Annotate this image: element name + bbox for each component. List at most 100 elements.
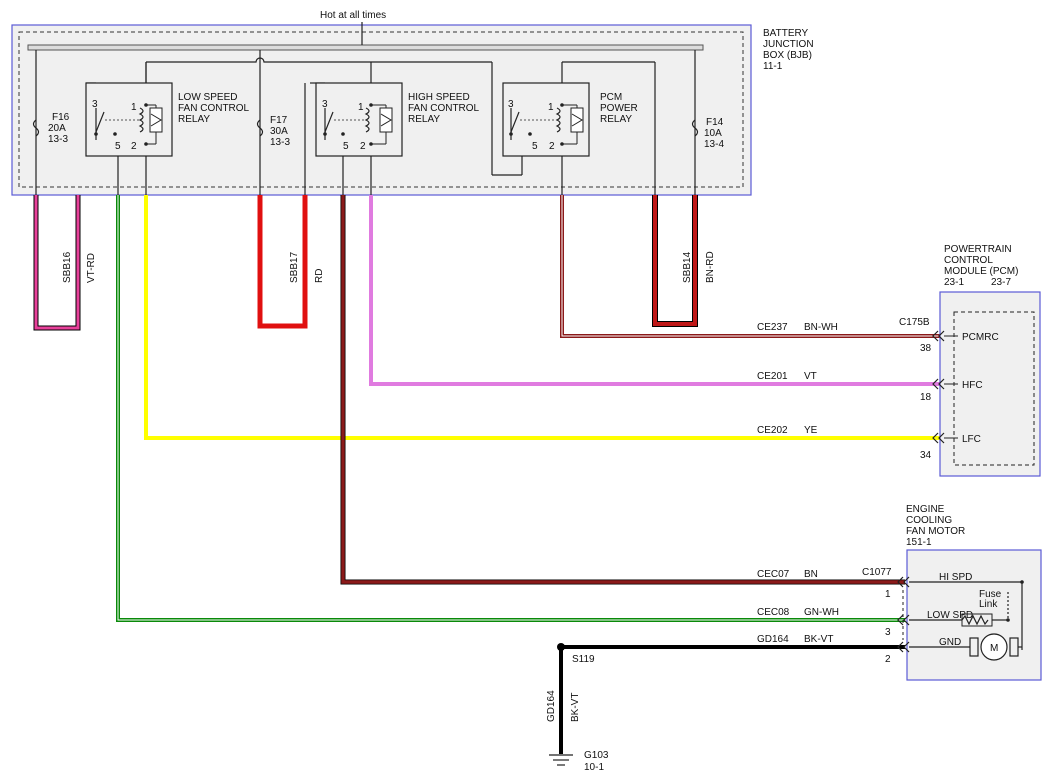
ground-point: G103 xyxy=(584,750,609,761)
ce201-circuit: CE201 xyxy=(757,371,788,382)
fuse-f17-rating: 30A xyxy=(270,126,288,137)
bjb-name-2: JUNCTION xyxy=(763,39,814,50)
high-speed-fan-relay: 3 1 5 2 HIGH SPEED FAN CONTROL RELAY xyxy=(315,82,480,157)
motor-name-1: ENGINE xyxy=(906,504,945,515)
gd164-color: BK-VT xyxy=(804,634,833,645)
fuse-f17-ref: 13-3 xyxy=(270,137,290,148)
wire-cec07 xyxy=(341,195,905,584)
sbb16-color: VT-RD xyxy=(86,253,97,283)
motor-hi-label: HI SPD xyxy=(939,572,972,583)
wire-ce237-stripe xyxy=(561,195,940,337)
motor-low-label: LOW SPD xyxy=(927,610,973,621)
pcm-relay-name-3: RELAY xyxy=(600,114,632,125)
ce237-circuit: CE237 xyxy=(757,322,788,333)
ground-circuit: GD164 xyxy=(546,690,557,722)
bjb-name-3: BOX (BJB) xyxy=(763,50,812,61)
high-relay-name-1: HIGH SPEED xyxy=(408,92,470,103)
motor-low-resistor xyxy=(961,614,989,626)
cec07-circuit: CEC07 xyxy=(757,569,790,580)
pcm-power-relay: 3 1 5 2 PCM POWER RELAY xyxy=(502,82,638,157)
motor-pin-3-chevron xyxy=(897,614,910,626)
wire-cec07-outline xyxy=(340,195,905,585)
motor-pin-2: 2 xyxy=(885,654,891,665)
motor-pin-1-chevron xyxy=(897,576,910,588)
gd164-circuit: GD164 xyxy=(757,634,789,645)
pcm-pin-label-lfc: LFC xyxy=(962,434,981,445)
cec07-color: BN xyxy=(804,569,818,580)
pcm-pin-label-hfc: HFC xyxy=(962,380,983,391)
splice-dot xyxy=(557,643,565,651)
fuse-f16-rating: 20A xyxy=(48,123,66,134)
pcm-relay-name-2: POWER xyxy=(600,103,638,114)
wire-sbb14 xyxy=(653,195,697,326)
ce202-color: YE xyxy=(804,425,818,436)
pcm-pin-34-chevron xyxy=(932,432,945,444)
fuse-f17-name: F17 xyxy=(270,115,288,126)
wire-cec08-stripe xyxy=(117,195,905,621)
cec08-circuit: CEC08 xyxy=(757,607,790,618)
pcm-pin-18-chevron xyxy=(932,378,945,390)
pcm-ref-2: 23-7 xyxy=(991,277,1011,288)
pcm-name-2: CONTROL xyxy=(944,255,993,266)
pcm-name-3: MODULE (PCM) xyxy=(944,266,1018,277)
bjb-name-1: BATTERY xyxy=(763,28,809,39)
fan-motor: ENGINE COOLING FAN MOTOR 151-1 C1077 1 3… xyxy=(862,504,1042,681)
pcm-ref-1: 23-1 xyxy=(944,277,964,288)
pcm-relay-switch xyxy=(510,111,520,133)
pcm-relay-pin-3: 3 xyxy=(508,99,514,110)
wire-sbb17 xyxy=(257,195,308,329)
fuse-f16-ref: 13-3 xyxy=(48,134,68,145)
pcm-connector: C175B xyxy=(899,317,930,328)
motor-fuse-link-2: Link xyxy=(979,599,998,610)
high-relay-switch xyxy=(324,111,334,133)
motor-name-2: COOLING xyxy=(906,515,952,526)
pcm-relay-coil xyxy=(555,107,561,133)
fuse-f14-ref: 13-4 xyxy=(704,139,724,150)
low-relay-switch xyxy=(95,111,105,133)
low-relay-pin-1: 1 xyxy=(131,102,137,113)
ce201-color: VT xyxy=(804,371,817,382)
pcm-relay-pin-1: 1 xyxy=(548,102,554,113)
motor-symbol xyxy=(980,633,1008,661)
pcm-module: POWERTRAIN CONTROL MODULE (PCM) 23-1 23-… xyxy=(899,244,1041,477)
splice-label: S119 xyxy=(572,654,595,665)
wire-ce202 xyxy=(144,195,940,440)
sbb14-circuit: SBB14 xyxy=(682,251,693,283)
motor-pin-2-chevron xyxy=(897,641,910,653)
wire-ce201 xyxy=(369,195,940,386)
fuse-f14-name: F14 xyxy=(706,117,724,128)
pcm-relay-pin-5: 5 xyxy=(532,141,538,152)
fuse-f17-symbol xyxy=(256,119,264,137)
low-speed-fan-relay: 3 1 5 2 LOW SPEED FAN CONTROL RELAY xyxy=(85,82,250,157)
motor-pin-3: 3 xyxy=(885,627,891,638)
motor-pin-1: 1 xyxy=(885,589,891,600)
pcm-name-1: POWERTRAIN xyxy=(944,244,1012,255)
wire-cec08 xyxy=(116,195,905,622)
sbb17-circuit: SBB17 xyxy=(289,251,300,283)
bus-bar xyxy=(27,44,704,51)
ground-symbol xyxy=(549,754,573,766)
high-relay-coil xyxy=(364,107,370,133)
high-relay-pin-1: 1 xyxy=(358,102,364,113)
high-relay-name-3: RELAY xyxy=(408,114,440,125)
low-relay-name-1: LOW SPEED xyxy=(178,92,237,103)
high-relay-pin-3: 3 xyxy=(322,99,328,110)
ground-color: BK-VT xyxy=(570,693,581,722)
sbb17-color: RD xyxy=(314,269,325,283)
motor-ref: 151-1 xyxy=(906,537,932,548)
motor-name-3: FAN MOTOR xyxy=(906,526,965,537)
hot-label: Hot at all times xyxy=(320,10,386,21)
motor-fuse-link-1: Fuse xyxy=(979,589,1002,600)
motor-gnd-label: GND xyxy=(939,637,961,648)
low-relay-pin-3: 3 xyxy=(92,99,98,110)
pcm-pin-label-pcmrc: PCMRC xyxy=(962,332,999,343)
fuse-f16-name: F16 xyxy=(52,112,70,123)
low-relay-pin-2: 2 xyxy=(131,141,137,152)
fuse-f17: F17 30A 13-3 xyxy=(256,115,290,148)
pcm-relay-name-1: PCM xyxy=(600,92,622,103)
fuse-f16: F16 20A 13-3 xyxy=(32,112,70,145)
motor-connector: C1077 xyxy=(862,567,892,578)
pcm-pin-38-chevron xyxy=(932,330,945,342)
low-relay-pin-5: 5 xyxy=(115,141,121,152)
